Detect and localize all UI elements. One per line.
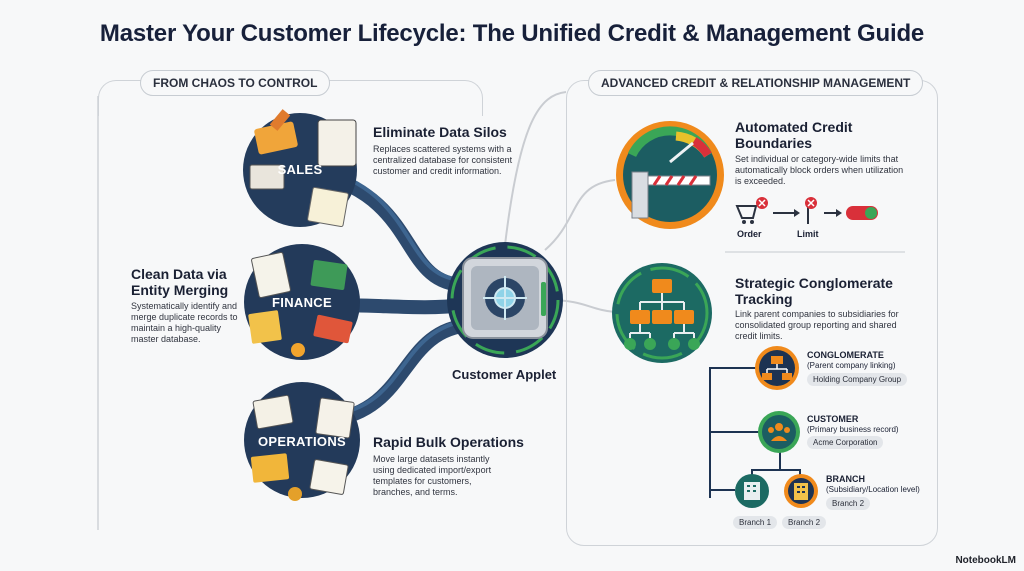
operations-flow-ribbon [323,318,477,427]
flow-limit-label: Limit [797,229,819,239]
node-customer-title: CUSTOMER [807,414,859,424]
node-customer-subtitle: (Primary business record) [807,425,899,434]
stage-label-sales: SALES [277,162,323,177]
node-branch-example: Branch 2 [826,497,871,510]
node-conglomerate-subtitle: (Parent company linking) [807,361,896,370]
node-conglomerate-example: Holding Company Group [807,373,908,386]
conglomerate-heading: Strategic Conglomerate Tracking [735,275,893,307]
customer-applet-vault-icon [447,242,563,358]
customer-applet-label: Customer Applet [452,367,557,382]
credit-description: Set individual or category-wide limits t… [735,154,904,186]
page-title: Master Your Customer Lifecycle: The Unif… [99,20,925,47]
notebooklm-brand: NotebookLM [955,555,1016,566]
node-branch-subtitle: (Subsidiary/Location level) [826,485,920,494]
sales-stage-icon [243,109,357,228]
flow-order-label: Order [737,229,762,239]
node-conglomerate-title: CONGLOMERATE [807,350,884,360]
customer-node-icon [758,411,800,453]
merging-heading: Clean Data via Entity Merging [131,266,229,298]
org-chart-icon [612,263,712,363]
silos-description: Replaces scattered systems with a centra… [373,144,513,176]
credit-heading: Automated Credit Boundaries [735,119,853,151]
silos-heading: Eliminate Data Silos [373,124,507,140]
branch-1-pill: Branch 1 [733,516,778,529]
branch-1-node-icon [735,474,769,508]
left-panel-label: FROM CHAOS TO CONTROL [140,70,331,96]
conglomerate-node-icon [755,346,799,390]
stage-label-operations: OPERATIONS [258,434,346,449]
merging-description: Systematically identify and merge duplic… [131,301,238,344]
order-limit-flow [735,197,878,224]
operations-stage-icon [244,382,360,501]
bulk-heading: Rapid Bulk Operations [373,434,524,450]
node-branch-title: BRANCH [826,474,865,484]
stage-label-finance: FINANCE [272,295,332,310]
conglomerate-description: Link parent companies to subsidiaries fo… [735,309,899,341]
node-customer-example: Acme Corporation [807,436,884,449]
bulk-description: Move large datasets instantly using dedi… [373,454,492,497]
finance-stage-icon [244,244,360,360]
right-panel-label: ADVANCED CREDIT & RELATIONSHIP MANAGEMEN… [588,70,924,96]
credit-gauge-icon [616,121,724,229]
branch-2-pill: Branch 2 [782,516,827,529]
branch-2-node-icon [784,474,818,508]
